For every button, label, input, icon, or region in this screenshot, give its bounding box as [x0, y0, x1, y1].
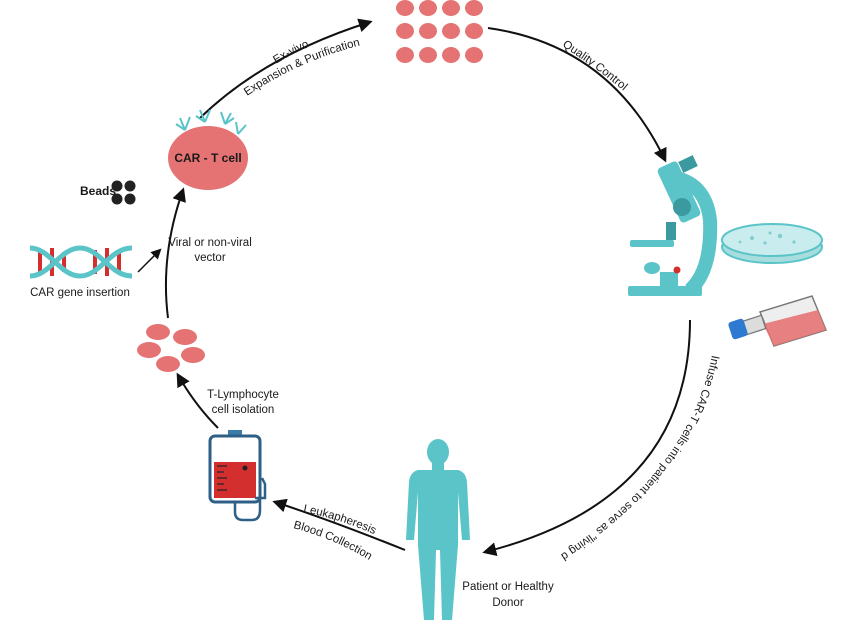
tlymph-label-line2: cell isolation	[212, 404, 275, 416]
quality-control-label: Quality Control	[560, 38, 629, 93]
tlymph-label-line1: T-Lymphocyte	[207, 389, 279, 401]
isolated-t-cells	[137, 324, 205, 372]
microscope-icon	[628, 155, 718, 296]
culture-flask-icon	[728, 295, 828, 347]
arrow-expansion-to-qc	[487, 27, 667, 163]
vector-label-line2: vector	[194, 252, 225, 264]
patient-label-line1: Patient or Healthy	[462, 581, 554, 593]
arrow-tcells-to-car	[164, 187, 186, 319]
arrow-car-to-expansion	[199, 18, 373, 119]
car-t-cell: CAR - T cell	[168, 109, 248, 190]
blood-bag-icon	[208, 430, 267, 522]
arrow-patient-to-bag	[272, 498, 406, 551]
cycle-arrows	[137, 18, 691, 557]
expanded-cells-grid	[396, 0, 483, 63]
arrow-bag-to-tcells	[176, 372, 219, 429]
patient-label-line2: Donor	[492, 597, 523, 609]
petri-dish-icon	[721, 223, 823, 264]
arrow-qc-to-patient	[482, 319, 691, 557]
patient-figure-icon	[406, 439, 470, 620]
beads: Beads	[80, 180, 136, 205]
arrow-gene-to-vector	[137, 248, 162, 273]
beads-label: Beads	[80, 184, 116, 198]
car-t-cell-label: CAR - T cell	[174, 151, 241, 165]
dna-helix-icon: CAR gene insertion	[29, 245, 133, 299]
vector-label-line1: Viral or non-viral	[168, 237, 252, 249]
car-gene-label: CAR gene insertion	[30, 287, 130, 299]
